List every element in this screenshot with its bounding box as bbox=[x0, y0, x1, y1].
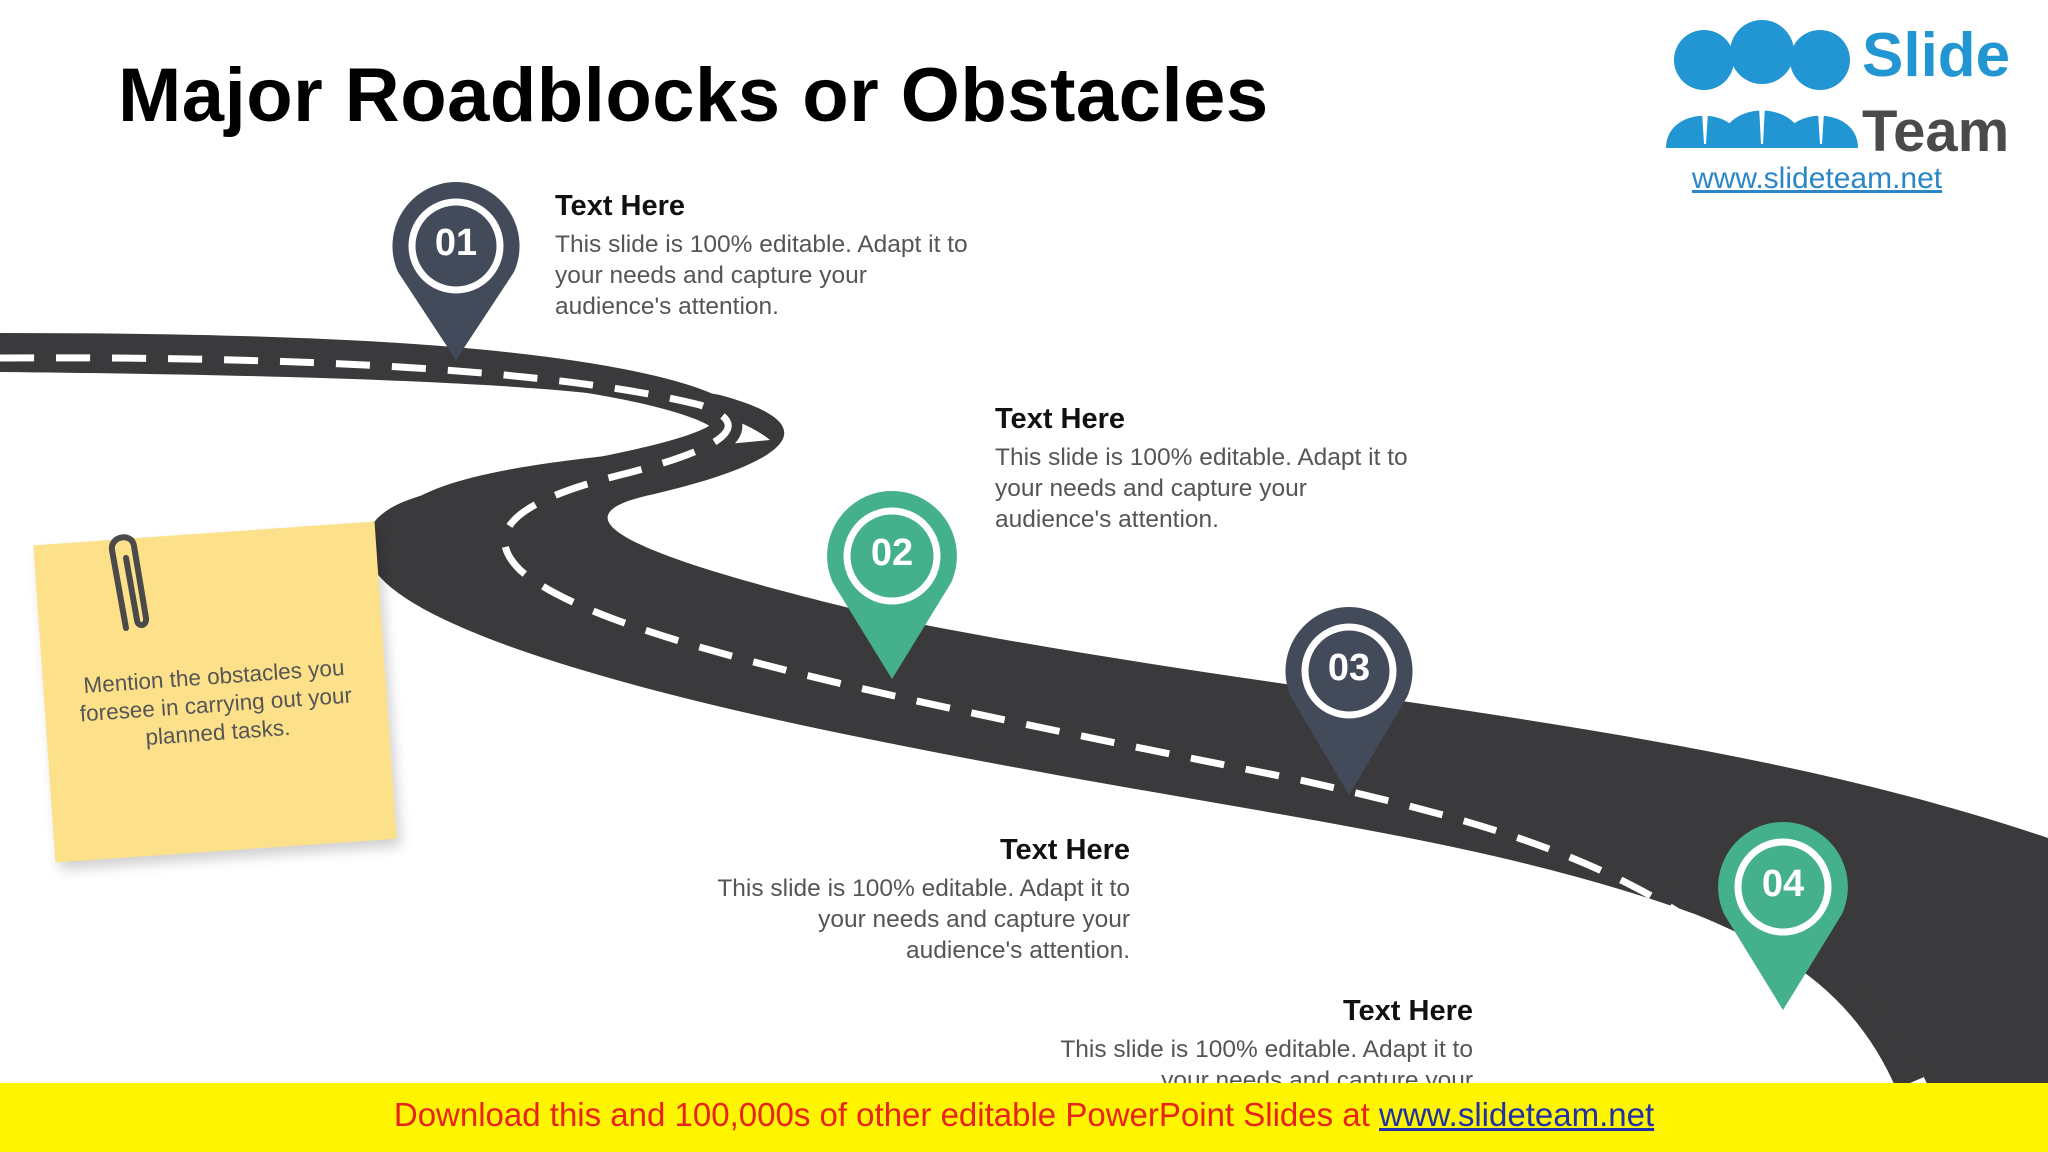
banner-message: Download this and 100,000s of other edit… bbox=[393, 1096, 1379, 1133]
team-people-icon bbox=[1666, 20, 1858, 148]
text-block-01: Text Here This slide is 100% editable. A… bbox=[555, 190, 985, 322]
pin-02: 02 bbox=[827, 491, 957, 681]
map-pin-icon bbox=[392, 182, 520, 360]
slide-title: Major Roadblocks or Obstacles bbox=[118, 53, 1269, 138]
logo-word-team: Team bbox=[1862, 99, 2010, 164]
text-block-body: This slide is 100% editable. Adapt it to… bbox=[717, 875, 1130, 964]
map-pin-icon bbox=[1718, 822, 1848, 1010]
download-banner: Download this and 100,000s of other edit… bbox=[0, 1083, 2048, 1152]
text-block-title: Text Here bbox=[999, 834, 1130, 866]
map-pin-icon bbox=[1285, 607, 1413, 795]
map-pin-icon bbox=[827, 491, 957, 679]
logo-word-slide: Slide bbox=[1862, 21, 2011, 90]
paperclip-icon bbox=[108, 534, 150, 631]
text-block-02: Text Here This slide is 100% editable. A… bbox=[995, 403, 1425, 535]
pin-number: 01 bbox=[434, 222, 478, 264]
sticky-note: Mention the obstacles you foresee in car… bbox=[33, 521, 397, 863]
text-block-body: This slide is 100% editable. Adapt it to… bbox=[1060, 1036, 1473, 1083]
banner-link[interactable]: www.slideteam.net bbox=[1379, 1096, 1655, 1133]
pin-number: 02 bbox=[870, 532, 914, 574]
text-block-title: Text Here bbox=[995, 403, 1126, 435]
text-block-03: Text Here This slide is 100% editable. A… bbox=[700, 834, 1130, 966]
pin-number: 04 bbox=[1761, 863, 1805, 905]
logo-url-link[interactable]: www.slideteam.net bbox=[1692, 162, 1943, 195]
text-block-body: This slide is 100% editable. Adapt it to… bbox=[995, 444, 1408, 533]
text-block-title: Text Here bbox=[555, 190, 686, 222]
sticky-note-text: Mention the obstacles you foresee in car… bbox=[79, 654, 353, 750]
pin-03: 03 bbox=[1285, 607, 1413, 797]
slideteam-logo: Slide Team www.slideteam.net bbox=[1640, 0, 2048, 196]
text-block-body: This slide is 100% editable. Adapt it to… bbox=[555, 231, 968, 320]
banner-text: Download this and 100,000s of other edit… bbox=[0, 1096, 2048, 1134]
text-block-title: Text Here bbox=[1342, 995, 1473, 1027]
text-block-04: Text Here This slide is 100% editable. A… bbox=[1043, 995, 1473, 1083]
pin-01: 01 bbox=[392, 182, 520, 362]
pin-number: 03 bbox=[1327, 647, 1371, 689]
pin-04: 04 bbox=[1718, 822, 1848, 1012]
